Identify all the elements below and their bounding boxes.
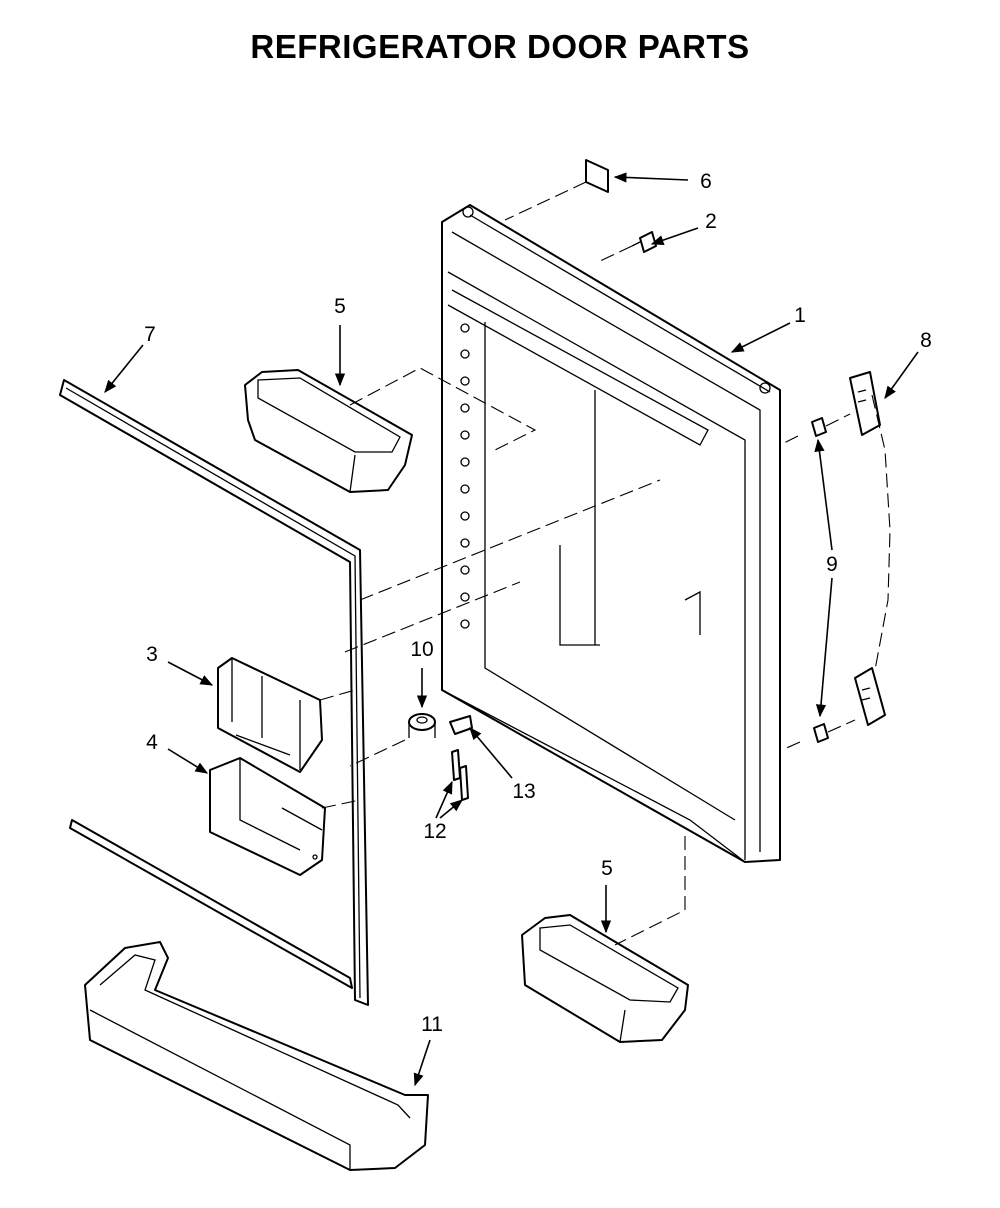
hinge-bushing-part (349, 713, 436, 767)
screw-part (597, 231, 657, 263)
callout-8: 8 (920, 329, 932, 352)
door-panel-part (441, 204, 781, 863)
callout-10: 10 (410, 638, 433, 661)
callout-4: 4 (146, 731, 158, 754)
shelf-hole-column (460, 323, 470, 629)
callout-12: 12 (423, 820, 446, 843)
callout-3: 3 (146, 643, 158, 666)
bottom-bin-part (84, 941, 429, 1171)
callout-1: 1 (794, 304, 806, 327)
page-title: REFRIGERATOR DOOR PARTS (250, 28, 750, 65)
callout-11: 11 (421, 1013, 443, 1036)
top-cap-part (504, 159, 609, 221)
callout-5-lower: 5 (601, 857, 613, 880)
door-gasket-part (59, 379, 369, 1006)
lower-door-bin-part (521, 836, 689, 1044)
leader-arrows (104, 172, 919, 1087)
dairy-compartment-part (217, 657, 356, 773)
callout-7: 7 (144, 323, 156, 346)
hinge-screws-part (451, 749, 469, 801)
handle-screws-part (779, 413, 856, 751)
callout-13: 13 (512, 780, 535, 803)
dairy-tray-part (209, 757, 361, 876)
callout-5-upper: 5 (334, 295, 346, 318)
callout-6: 6 (700, 170, 712, 193)
hinge-pin-part (449, 715, 473, 735)
door-handle-part (849, 371, 891, 726)
upper-door-bin-part (244, 367, 537, 494)
callout-9: 9 (826, 553, 838, 576)
callout-2: 2 (705, 210, 717, 233)
